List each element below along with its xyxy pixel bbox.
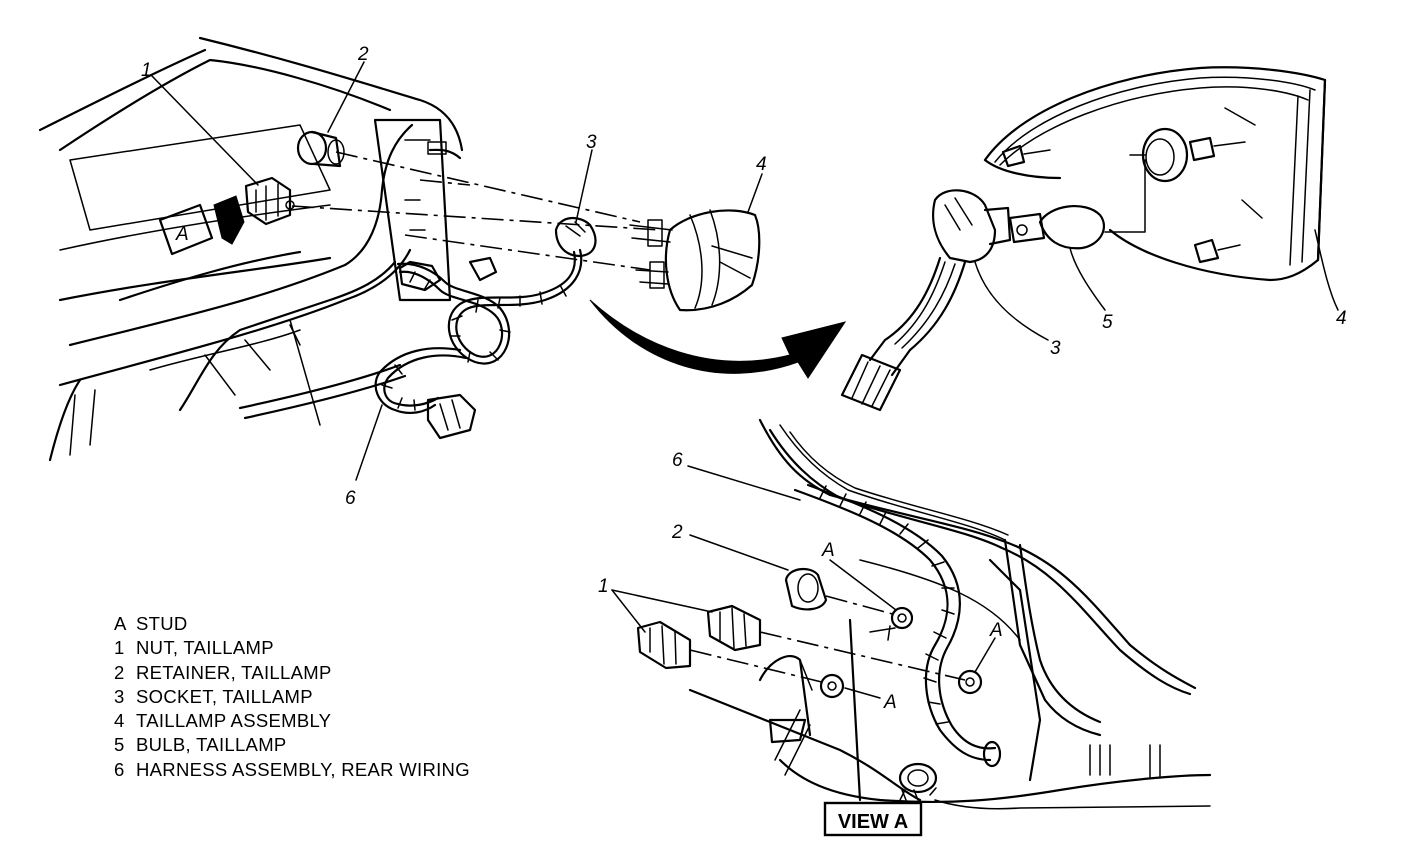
detail-arrow — [589, 299, 847, 379]
nut-taillamp — [244, 176, 295, 226]
callout-6-main: 6 — [345, 488, 356, 509]
callout-3-detail: 3 — [1050, 338, 1061, 359]
socket-taillamp — [554, 217, 597, 258]
callout-3-main: 3 — [586, 132, 597, 153]
main-leader-lines — [151, 61, 763, 481]
trunk-body-outline — [38, 36, 464, 462]
view-a-retainer — [784, 567, 828, 611]
harness-rear-wiring — [374, 248, 583, 440]
callout-a-lower: A — [883, 692, 897, 713]
view-a-quarter-panel — [688, 418, 1212, 810]
legend-text: BULB, TAILLAMP — [136, 734, 287, 756]
detail-bulb-taillamp — [1008, 205, 1106, 250]
detail-leader-lines — [974, 229, 1339, 341]
legend-key: 5 — [114, 734, 125, 756]
legend-text: NUT, TAILLAMP — [136, 637, 274, 659]
detail-taillamp-housing — [983, 66, 1327, 282]
parts-legend: A STUD 1 NUT, TAILLAMP 2 RETAINER, TAILLAMP… — [114, 612, 470, 782]
view-a-leader-lines — [611, 465, 996, 801]
detail-socket-taillamp — [840, 189, 1012, 412]
legend-item: 6 HARNESS ASSEMBLY, REAR WIRING — [114, 758, 470, 782]
legend-key: 6 — [114, 758, 125, 780]
legend-key: 2 — [114, 661, 125, 683]
view-a-harness — [793, 483, 1002, 768]
callout-a-right: A — [989, 620, 1003, 641]
callout-1-view: 1 — [598, 576, 609, 597]
callout-4-main: 4 — [756, 154, 767, 175]
view-a-label-box: VIEW A — [823, 801, 923, 837]
view-a-alignment-lines — [689, 595, 966, 685]
view-a-studs — [819, 606, 983, 699]
legend-text: STUD — [136, 613, 188, 634]
legend-item: 2 RETAINER, TAILLAMP — [114, 661, 470, 685]
legend-key: 4 — [114, 710, 125, 732]
view-a-label: VIEW A — [838, 811, 908, 833]
legend-key: 3 — [114, 685, 125, 707]
legend-key: 1 — [114, 637, 125, 659]
callout-a-upper: A — [821, 540, 835, 561]
view-a-nut-2 — [706, 604, 762, 652]
view-a-nut-1 — [636, 620, 692, 670]
legend-key: A — [114, 613, 127, 634]
legend-item: 4 TAILLAMP ASSEMBLY — [114, 709, 470, 733]
legend-text: SOCKET, TAILLAMP — [136, 685, 313, 707]
callout-6-view: 6 — [672, 450, 683, 471]
view-a-tag: A — [158, 195, 245, 256]
legend-item: 3 SOCKET, TAILLAMP — [114, 685, 470, 709]
legend-item: 1 NUT, TAILLAMP — [114, 636, 470, 660]
callout-1-main: 1 — [141, 60, 152, 81]
legend-text: TAILLAMP ASSEMBLY — [136, 710, 332, 732]
a-tag-label: A — [175, 224, 189, 245]
callout-2-main: 2 — [357, 44, 369, 65]
taillamp-assembly — [629, 209, 761, 312]
callout-5-detail: 5 — [1102, 312, 1113, 333]
callout-2-view: 2 — [671, 522, 683, 543]
legend-item: 5 BULB, TAILLAMP — [114, 733, 470, 757]
legend-text: HARNESS ASSEMBLY, REAR WIRING — [136, 758, 470, 780]
legend-text: RETAINER, TAILLAMP — [136, 661, 332, 683]
legend-item: A STUD — [114, 612, 470, 636]
stud-alignment-lines — [291, 151, 661, 271]
callout-4-detail: 4 — [1336, 308, 1347, 329]
